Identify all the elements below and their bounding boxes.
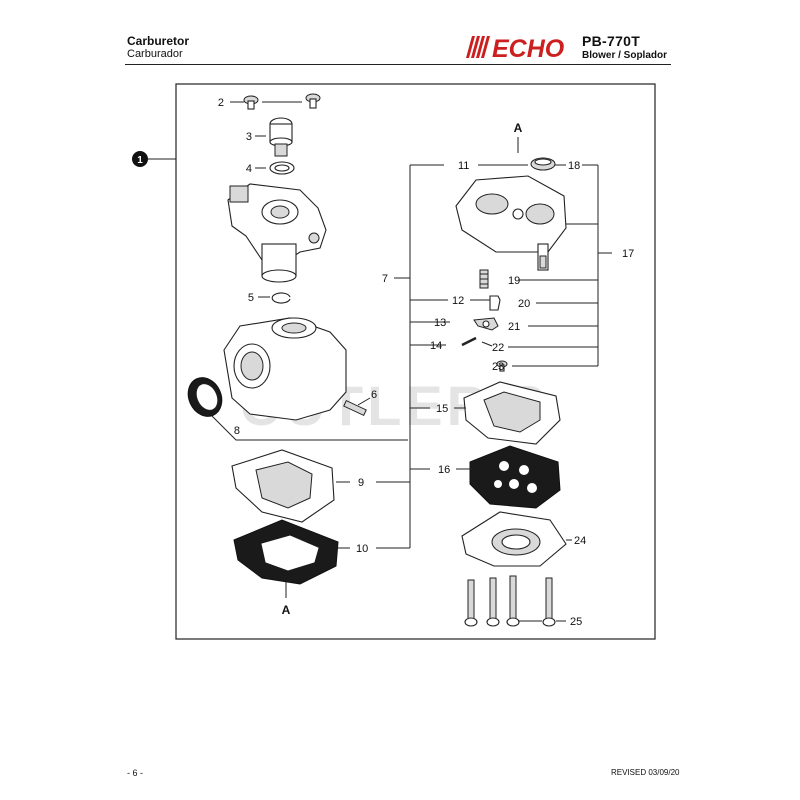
- callout-17: 17: [622, 248, 634, 260]
- assembly-marker-number: 1: [137, 155, 143, 166]
- revision-date: REVISED 03/09/20: [611, 768, 680, 777]
- callout-20: 20: [518, 298, 530, 310]
- gasket-part-15: [454, 381, 561, 445]
- diaphragm-part-10: [233, 519, 350, 585]
- model-number: PB-770T: [582, 33, 641, 49]
- callout-24: 24: [574, 535, 586, 547]
- kit-bracket-17: [508, 164, 612, 367]
- diaphragm-part-16: [456, 445, 561, 509]
- section-ref-top: A: [514, 121, 523, 153]
- callout-11: 11: [458, 160, 469, 172]
- callout-9: 9: [358, 477, 364, 489]
- model-description: Blower / Soplador: [582, 50, 668, 61]
- bolts-part-25: [464, 575, 566, 627]
- cover-plate-part-24: [461, 511, 572, 567]
- screw-part-2: [230, 93, 321, 110]
- needle-part-6: [343, 397, 371, 417]
- callout-18: 18: [568, 160, 580, 172]
- adjuster-part-3: [255, 117, 293, 157]
- callout-16: 16: [438, 464, 450, 476]
- cap-part-18: [478, 157, 566, 171]
- header-divider: [125, 64, 671, 65]
- callout-22: 22: [492, 342, 504, 354]
- callout-23: 23: [492, 361, 504, 373]
- callout-10: 10: [356, 543, 368, 555]
- callout-3: 3: [246, 131, 252, 143]
- needle-part-20: [470, 295, 501, 311]
- carburetor-upper-body: [227, 183, 327, 283]
- callout-21: 21: [508, 321, 520, 333]
- page-title: Carburetor: [127, 34, 190, 48]
- section-ref-bottom: A: [282, 582, 291, 617]
- spring-part-19: [479, 269, 489, 289]
- callout-5: 5: [248, 292, 254, 304]
- assembly-marker: 1: [132, 151, 176, 167]
- callout-8: 8: [234, 425, 240, 437]
- kit-bracket-7: [376, 164, 450, 549]
- section-ref-top-label: A: [514, 121, 523, 135]
- page-subtitle: Carburador: [127, 48, 183, 60]
- callout-6: 6: [371, 389, 377, 401]
- pump-cover: [455, 175, 567, 271]
- callout-14: 14: [430, 340, 442, 352]
- brand-text: ECHO: [492, 35, 565, 60]
- callout-4: 4: [246, 163, 252, 175]
- echo-logo: ECHO: [466, 34, 578, 63]
- clip-part-5: [258, 292, 291, 304]
- screw-part-23: [496, 360, 508, 372]
- page-number: - 6 -: [127, 768, 144, 778]
- gasket-ring-part-8: [187, 377, 408, 441]
- section-ref-bottom-label: A: [282, 603, 291, 617]
- callout-15: 15: [436, 403, 448, 415]
- gasket-part-9: [231, 449, 350, 523]
- callout-25: 25: [570, 616, 582, 628]
- callout-2: 2: [218, 97, 224, 109]
- oring-part-4: [255, 161, 295, 175]
- pin-part-22: [461, 336, 493, 347]
- callout-13: 13: [434, 317, 446, 329]
- callout-12: 12: [452, 295, 464, 307]
- callout-7: 7: [382, 273, 388, 285]
- lever-part-21: [473, 317, 499, 331]
- callout-19: 19: [508, 275, 520, 287]
- carburetor-lower-body: [223, 317, 347, 421]
- diagram-frame: [175, 83, 656, 640]
